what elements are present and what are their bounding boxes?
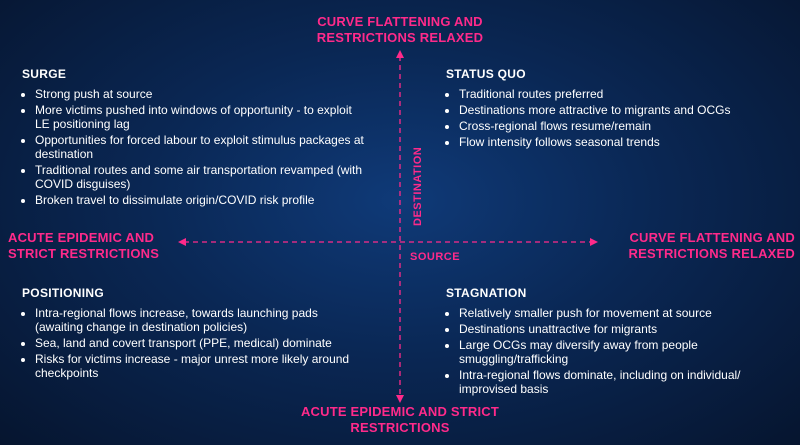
source-axis-name: SOURCE xyxy=(410,251,461,263)
list-item: Risks for victims increase - major unres… xyxy=(35,352,367,380)
list-item: Traditional routes and some air transpor… xyxy=(35,163,367,191)
quadrant-surge: SURGE Strong push at source More victims… xyxy=(22,67,367,209)
list-item: Destinations unattractive for migrants xyxy=(459,322,786,336)
destination-axis-name: DESTINATION xyxy=(412,146,424,226)
bottom-axis-label: ACUTE EPIDEMIC AND STRICT RESTRICTIONS xyxy=(300,404,500,435)
list-item: Relatively smaller push for movement at … xyxy=(459,306,786,320)
arrow-down-icon xyxy=(396,395,404,403)
quadrant-title: STAGNATION xyxy=(446,286,527,300)
list-item: More victims pushed into windows of oppo… xyxy=(35,103,367,131)
list-item: Destinations more attractive to migrants… xyxy=(459,103,786,117)
left-axis-label: ACUTE EPIDEMIC AND STRICT RESTRICTIONS xyxy=(8,230,160,261)
quadrant-status-quo: STATUS QUO Traditional routes preferred … xyxy=(446,67,786,151)
list-item: Sea, land and covert transport (PPE, med… xyxy=(35,336,367,350)
quadrant-positioning: POSITIONING Intra-regional flows increas… xyxy=(22,286,367,382)
list-item: Cross-regional flows resume/remain xyxy=(459,119,786,133)
arrow-up-icon xyxy=(396,50,404,58)
list-item: Flow intensity follows seasonal trends xyxy=(459,135,786,149)
top-axis-label: CURVE FLATTENING AND RESTRICTIONS RELAXE… xyxy=(316,14,484,45)
list-item: Broken travel to dissimulate origin/COVI… xyxy=(35,193,367,207)
right-axis-label: CURVE FLATTENING AND RESTRICTIONS RELAXE… xyxy=(628,230,795,261)
list-item: Opportunities for forced labour to explo… xyxy=(35,133,367,161)
quadrant-title: POSITIONING xyxy=(22,286,104,300)
list-item: Intra-regional flows increase, towards l… xyxy=(35,306,367,334)
quadrant-title: STATUS QUO xyxy=(446,67,526,81)
quadrant-stagnation: STAGNATION Relatively smaller push for m… xyxy=(446,286,786,398)
list-item: Strong push at source xyxy=(35,87,367,101)
list-item: Intra-regional flows dominate, including… xyxy=(459,368,786,396)
arrow-right-icon xyxy=(590,238,598,246)
quadrant-title: SURGE xyxy=(22,67,67,81)
list-item: Large OCGs may diversify away from peopl… xyxy=(459,338,786,366)
arrow-left-icon xyxy=(178,238,186,246)
list-item: Traditional routes preferred xyxy=(459,87,786,101)
